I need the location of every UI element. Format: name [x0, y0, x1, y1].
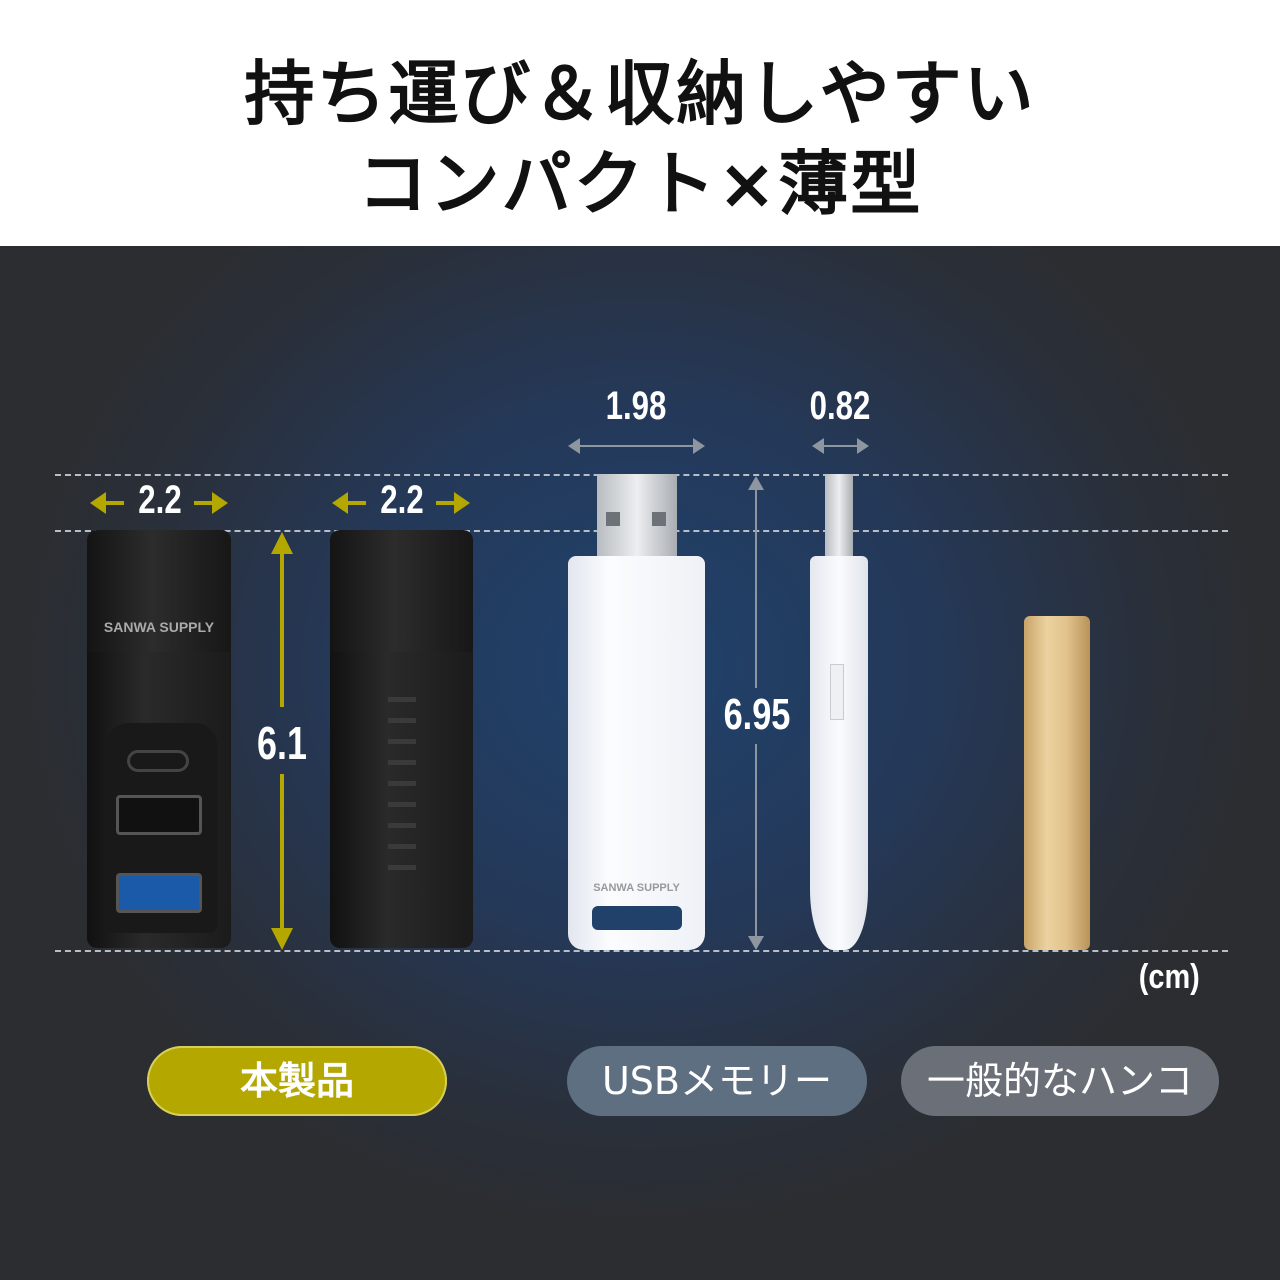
usb-memory-front-image: SANWA SUPPLY	[568, 474, 705, 950]
hub-front-image: SANWA SUPPLY	[87, 530, 231, 950]
usb-a-port	[116, 795, 202, 835]
header: 持ち運び＆収納しやすい コンパクト×薄型	[0, 0, 1280, 246]
usb-width-arrow	[568, 438, 705, 454]
usb-logo: SANWA SUPPLY	[593, 882, 680, 894]
hub-height-arrow	[271, 532, 293, 950]
label-hanko: 一般的なハンコ	[901, 1046, 1219, 1116]
guide-line-bottom	[55, 950, 1228, 952]
usb-width-label: 1.98	[605, 384, 667, 428]
usb-thickness-arrow	[812, 438, 869, 454]
usb-height-label: 6.95	[723, 690, 791, 739]
usb-a-blue-port	[116, 873, 202, 913]
label-usb-memory: USBメモリー	[567, 1046, 867, 1116]
title-line-1: 持ち運び＆収納しやすい	[244, 53, 1036, 135]
label-this-product: 本製品	[147, 1046, 447, 1116]
usb-thickness-label: 0.82	[809, 384, 871, 428]
hub-back-width-label: 2.2	[380, 478, 424, 522]
hub-back-image	[330, 530, 473, 950]
title-line-2: コンパクト×薄型	[357, 143, 923, 225]
usb-c-port	[127, 750, 189, 772]
hub-front-width-label: 2.2	[138, 478, 182, 522]
hanko-image	[1024, 616, 1090, 950]
usb-memory-side-image	[810, 474, 868, 950]
usb-height-arrow	[748, 476, 766, 950]
hub-height-label: 6.1	[257, 717, 307, 769]
unit-label: (cm)	[1138, 958, 1200, 996]
hub-back-width-arrow	[332, 492, 472, 514]
hub-front-width-arrow	[90, 492, 230, 514]
